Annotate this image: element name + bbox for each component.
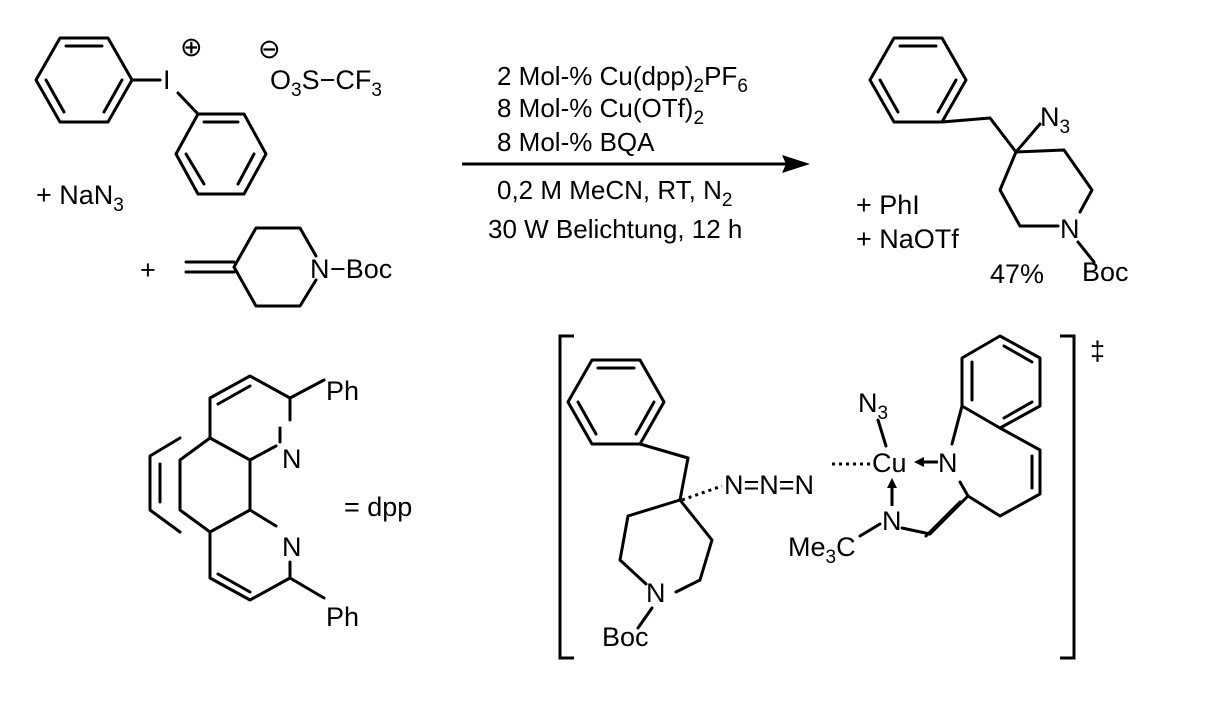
ts-quinoline-n-label: N xyxy=(938,448,958,478)
condition-line-3: 8 Mol-% BQA xyxy=(497,127,655,157)
product-ring-n-label: N xyxy=(1060,214,1080,244)
plus-charge: ⊕ xyxy=(180,32,203,62)
ph-top-label: Ph xyxy=(326,376,359,406)
iodonium-salt: I ⊕ ⊖ O3S−CF3 xyxy=(34,32,382,196)
ts-azide-chain: N=N=N xyxy=(724,470,814,500)
dpp-ligand: Ph N Ph N = dpp xyxy=(148,374,412,632)
plus-sign: + xyxy=(140,255,156,285)
minus-charge: ⊖ xyxy=(258,34,281,64)
n-bottom-label: N xyxy=(282,532,302,562)
product-boc-label: Boc xyxy=(1082,257,1129,287)
sodium-azide-label: + NaN3 xyxy=(36,180,124,216)
condition-line-4: 0,2 M MeCN, RT, N2 xyxy=(497,175,732,211)
iodine-label: I xyxy=(163,65,171,95)
benzyl-ch2 xyxy=(940,116,1018,154)
ts-benzyl-ring xyxy=(566,358,666,446)
product-yield: 47% xyxy=(990,259,1044,289)
ts-tbutyl-label: Me3C xyxy=(788,532,856,568)
triflate-label: O3S−CF3 xyxy=(270,65,382,101)
ts-cu-label: Cu xyxy=(872,448,907,478)
reaction-conditions: 2 Mol-% Cu(dpp)2PF6 8 Mol-% Cu(OTf)2 8 M… xyxy=(462,61,810,244)
phenyl-ring-1 xyxy=(34,36,134,124)
bracket-right xyxy=(1060,334,1076,660)
bond-i-ph xyxy=(176,91,200,116)
ts-boc-label: Boc xyxy=(602,622,649,652)
dpp-equals-label: = dpp xyxy=(344,492,412,522)
condition-line-1: 2 Mol-% Cu(dpp)2PF6 xyxy=(497,61,748,97)
product-azide: N3 N Boc 47% + PhI + NaOTf xyxy=(856,36,1129,289)
condition-line-2: 8 Mol-% Cu(OTf)2 xyxy=(497,93,704,129)
ts-imine-n-label: N xyxy=(882,506,902,536)
reaction-arrow-head xyxy=(782,155,810,173)
c-n3-bond xyxy=(1014,122,1042,154)
ts-quinoline xyxy=(950,334,1042,518)
byproduct-naotf: + NaOTf xyxy=(856,224,959,254)
byproduct-phi: + PhI xyxy=(856,190,920,220)
product-benzyl-ring xyxy=(868,36,968,124)
ts-n3-label: N3 xyxy=(858,388,888,424)
transition-state: ‡ N Boc N=N=N Cu N3 N xyxy=(558,334,1105,660)
methylene-piperidine: N −Boc xyxy=(184,226,392,308)
phenyl-ring-2 xyxy=(174,112,268,196)
boc-label: −Boc xyxy=(330,254,392,284)
condition-line-5: 30 W Belichtung, 12 h xyxy=(488,214,742,244)
ts-partial-bond xyxy=(681,484,723,502)
ts-dagger: ‡ xyxy=(1090,336,1105,366)
bracket-left xyxy=(558,334,574,660)
ts-ring-n-label: N xyxy=(646,578,666,608)
piperidine-n-label: N xyxy=(310,254,330,284)
ph-bottom-label: Ph xyxy=(326,602,359,632)
n-top-label: N xyxy=(282,444,302,474)
product-n3-label: N3 xyxy=(1040,102,1070,138)
